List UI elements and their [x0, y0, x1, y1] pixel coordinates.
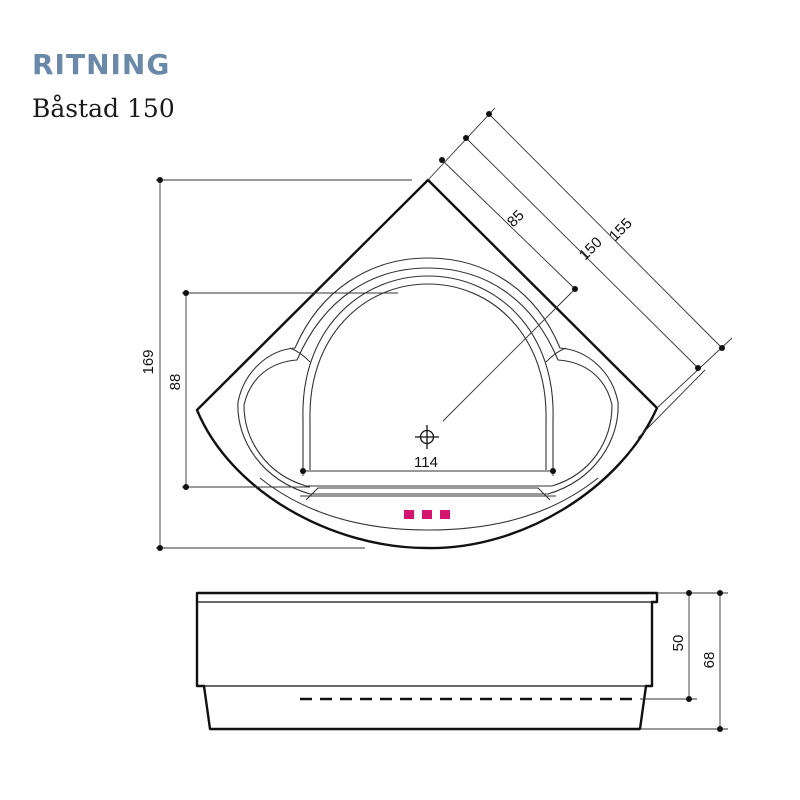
- dimension-lines: [156, 107, 733, 549]
- dim-169-label: 169: [140, 349, 157, 374]
- inner-rim-2: [243, 267, 613, 487]
- side-dimension-dots: [686, 590, 723, 732]
- side-view-outline: [195, 591, 659, 731]
- dim-85-label: 85: [504, 207, 528, 231]
- side-view: [195, 591, 659, 731]
- dim-50-label: 50: [670, 635, 687, 652]
- jet-3: [440, 510, 450, 519]
- dim-150-label: 150: [576, 234, 606, 264]
- drain-icon: [415, 425, 439, 449]
- jets: [404, 510, 450, 519]
- tub-inner-contours: [237, 257, 619, 531]
- dim-68-label: 68: [701, 652, 718, 669]
- jet-1: [404, 510, 414, 519]
- drawing-title: RITNING: [32, 48, 171, 81]
- top-view: [195, 178, 659, 550]
- seat-arc-inner: [309, 283, 547, 470]
- dim-114-label: 114: [414, 454, 438, 471]
- dim-155-label: 155: [606, 215, 636, 245]
- jet-2: [422, 510, 432, 519]
- dimension-dots: [157, 111, 725, 551]
- seat-arc: [302, 275, 554, 470]
- dim-88-label: 88: [167, 374, 184, 391]
- product-name: Båstad 150: [32, 94, 175, 123]
- inner-rim: [237, 257, 619, 495]
- tub-outline: [195, 178, 659, 550]
- side-dimension-lines: [640, 592, 728, 730]
- front-step: [305, 487, 551, 501]
